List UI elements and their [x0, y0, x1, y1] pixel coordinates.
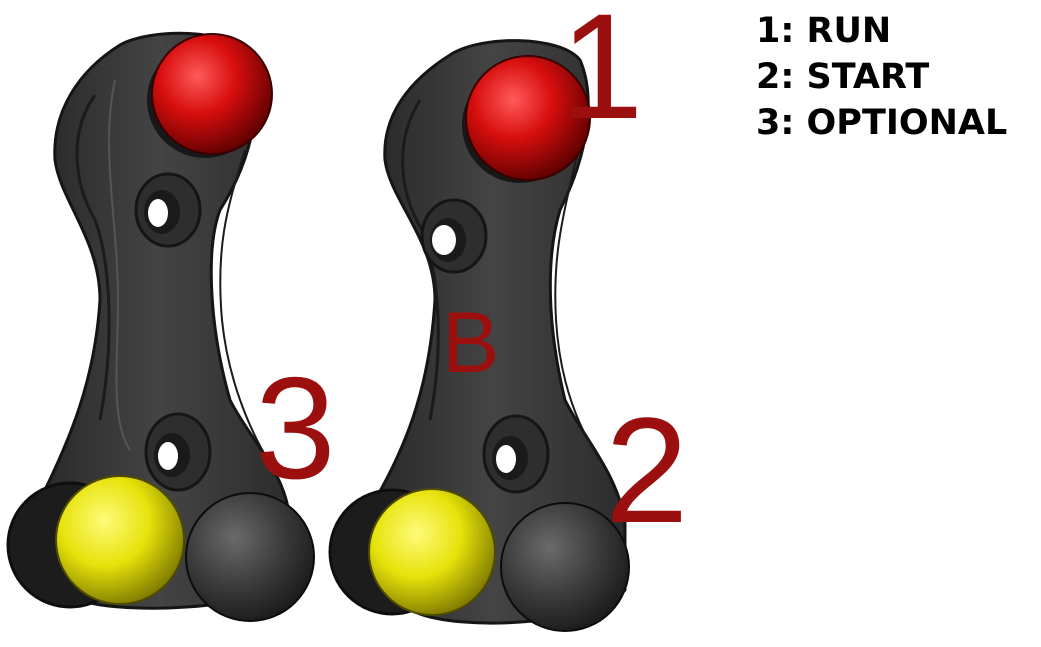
left-mounting-hole-lower — [146, 414, 210, 490]
legend-item-run: 1: RUN — [756, 8, 1007, 54]
callout-number-2: 2 — [605, 386, 688, 554]
left-grey-button — [186, 493, 314, 621]
callout-number-1: 1 — [560, 0, 643, 150]
right-mounting-hole-upper — [422, 200, 486, 272]
legend-separator: : — [780, 57, 794, 97]
left-mounting-hole-upper — [136, 174, 200, 246]
legend-item-optional: 3: OPTIONAL — [756, 100, 1007, 146]
right-mounting-hole-lower — [484, 416, 548, 492]
legend-number: 1 — [756, 11, 780, 51]
legend-separator: : — [780, 103, 794, 143]
button-legend: 1: RUN 2: START 3: OPTIONAL — [756, 8, 1007, 146]
legend-number: 2 — [756, 57, 780, 97]
bracket-letter-b: B — [442, 295, 499, 391]
legend-item-start: 2: START — [756, 54, 1007, 100]
legend-label: RUN — [807, 11, 892, 51]
legend-number: 3 — [756, 103, 780, 143]
callout-number-3: 3 — [255, 347, 336, 509]
left-button-bracket — [8, 33, 314, 621]
legend-label: START — [807, 57, 930, 97]
legend-label: OPTIONAL — [807, 103, 1008, 143]
left-yellow-button — [56, 476, 184, 604]
right-yellow-button — [369, 489, 495, 615]
legend-separator: : — [780, 11, 794, 51]
